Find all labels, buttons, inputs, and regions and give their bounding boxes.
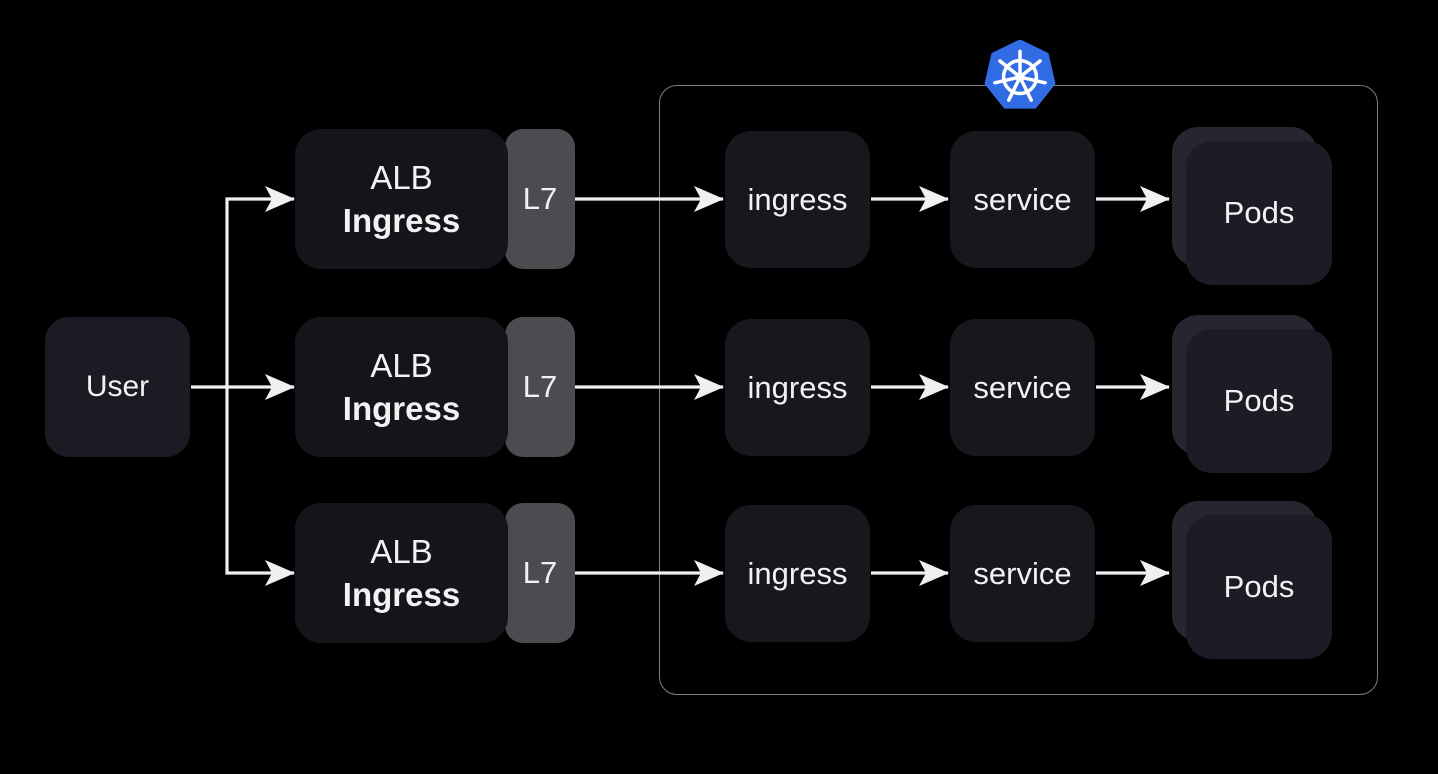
ingress-node: ingress <box>725 131 870 268</box>
l7-badge: L7 <box>505 317 575 457</box>
alb-ingress-node: ALB Ingress <box>295 503 508 643</box>
alb-ingress-node: ALB Ingress <box>295 129 508 269</box>
alb-subtitle: Ingress <box>342 390 461 427</box>
alb-subtitle: Ingress <box>342 202 461 239</box>
ingress-node: ingress <box>725 319 870 456</box>
alb-subtitle: Ingress <box>342 576 461 613</box>
ingress-label: ingress <box>747 181 848 217</box>
pods-label: Pods <box>1223 569 1295 604</box>
pods-label: Pods <box>1223 383 1295 418</box>
ingress-node: ingress <box>725 505 870 642</box>
alb-title: ALB <box>370 347 433 384</box>
ingress-label: ingress <box>747 555 848 591</box>
pods-node: Pods <box>1186 329 1332 473</box>
pods-node: Pods <box>1186 141 1332 285</box>
kubernetes-icon <box>984 39 1056 112</box>
user-node: User <box>45 317 190 457</box>
l7-badge: L7 <box>505 129 575 269</box>
alb-title: ALB <box>370 533 433 570</box>
service-label: service <box>973 555 1072 591</box>
service-node: service <box>950 505 1095 642</box>
pods-label: Pods <box>1223 195 1295 230</box>
l7-badge: L7 <box>505 503 575 643</box>
service-label: service <box>973 369 1072 405</box>
ingress-label: ingress <box>747 369 848 405</box>
service-node: service <box>950 131 1095 268</box>
user-label: User <box>85 370 150 403</box>
service-node: service <box>950 319 1095 456</box>
service-label: service <box>973 181 1072 217</box>
alb-title: ALB <box>370 159 433 196</box>
pods-node: Pods <box>1186 515 1332 659</box>
alb-ingress-node: ALB Ingress <box>295 317 508 457</box>
